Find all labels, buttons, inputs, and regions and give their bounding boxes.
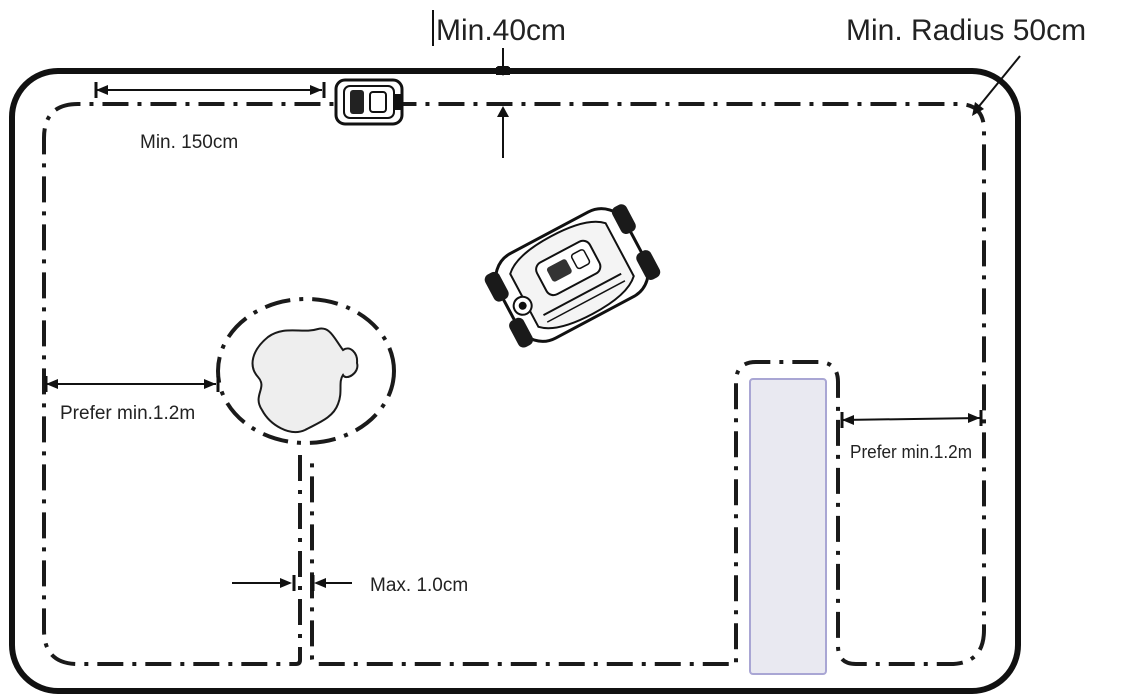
flowerbed	[749, 378, 827, 675]
charging-station-icon	[334, 78, 404, 126]
label-min-radius: Min. Radius 50cm	[846, 14, 1086, 47]
dimension-min-radius	[972, 55, 1021, 116]
island-wire-loop	[216, 297, 396, 445]
robot-mower-icon	[484, 204, 661, 348]
label-min-150cm: Min. 150cm	[140, 132, 238, 153]
dimension-min-150cm	[94, 82, 326, 98]
perimeter-wire	[42, 102, 986, 666]
label-prefer-left: Prefer min.1.2m	[60, 403, 195, 424]
label-min-40cm: Min.40cm	[436, 14, 566, 47]
dimension-max-gap	[232, 575, 352, 591]
dimension-min-40cm	[432, 10, 510, 158]
dimension-prefer-left	[44, 376, 220, 392]
label-prefer-right: Prefer min.1.2m	[850, 442, 972, 462]
lawn-boundary	[9, 68, 1021, 694]
dimension-prefer-right	[840, 410, 983, 428]
label-max-gap: Max. 1.0cm	[370, 575, 468, 596]
obstacle-shape	[251, 327, 359, 433]
